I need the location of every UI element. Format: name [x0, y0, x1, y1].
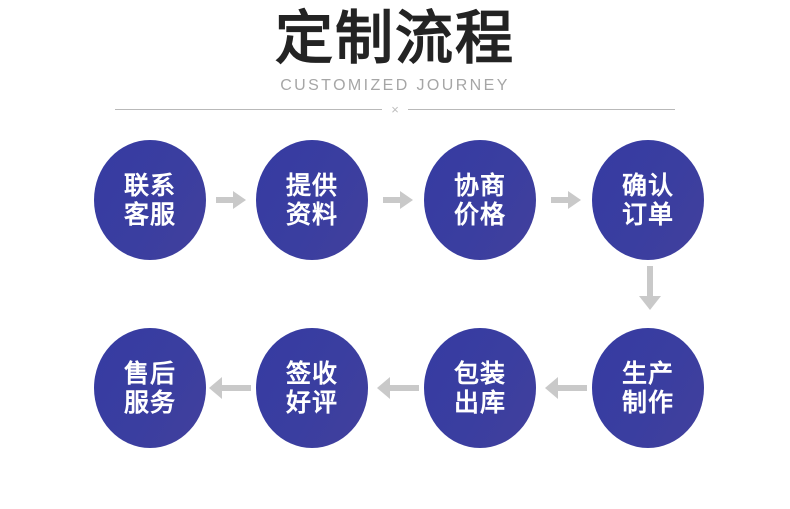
flow-step-label-line2: 资料 — [285, 200, 338, 229]
divider-line-right — [407, 108, 675, 110]
header-divider: × — [115, 100, 675, 118]
arrow-right-icon — [551, 185, 581, 215]
page-header: 定制流程 CUSTOMIZED JOURNEY × — [0, 0, 790, 128]
arrow-head — [400, 191, 413, 209]
flow-step-label-line2: 服务 — [123, 388, 176, 417]
flow-step-label-line1: 联系 — [123, 171, 176, 200]
flow-step-after-sales-service[interactable]: 售后 服务 — [94, 328, 206, 448]
flow-step-label-line2: 客服 — [123, 200, 176, 229]
flow-step-label-line1: 协商 — [453, 171, 506, 200]
arrow-shaft — [647, 266, 653, 296]
page-title: 定制流程 — [274, 4, 515, 72]
flow-step-confirm-order[interactable]: 确认 订单 — [592, 140, 704, 260]
arrow-head — [377, 377, 390, 399]
arrow-shaft — [551, 197, 568, 203]
flow-step-label-line2: 出库 — [453, 388, 506, 417]
arrow-head — [233, 191, 246, 209]
flow-step-label-line2: 订单 — [621, 200, 674, 229]
arrow-head — [209, 377, 222, 399]
flow-step-label-line2: 制作 — [621, 388, 674, 417]
arrow-down-icon — [639, 266, 661, 316]
arrow-right-icon — [383, 185, 413, 215]
arrow-shaft — [390, 385, 419, 391]
flow-step-label-line1: 售后 — [123, 359, 176, 388]
flow-step-label-line2: 价格 — [453, 200, 506, 229]
arrow-shaft — [222, 385, 251, 391]
divider-line-left — [115, 108, 383, 110]
flow-step-contact-service[interactable]: 联系 客服 — [94, 140, 206, 260]
page-subtitle: CUSTOMIZED JOURNEY — [280, 77, 510, 94]
flow-step-label-line1: 包装 — [453, 359, 506, 388]
flow-step-label-line1: 生产 — [621, 359, 674, 388]
flow-step-label-line1: 签收 — [285, 359, 338, 388]
flow-step-receipt-review[interactable]: 签收 好评 — [256, 328, 368, 448]
flow-step-label-line1: 提供 — [285, 171, 338, 200]
arrow-shaft — [216, 197, 233, 203]
divider-cross-icon: × — [391, 101, 399, 117]
flow-step-label-line2: 好评 — [285, 388, 338, 417]
flow-row-top: 联系 客服 提供 资料 协商 价格 确认 订单 — [0, 140, 790, 260]
arrow-head — [639, 296, 661, 310]
arrow-head — [568, 191, 581, 209]
flow-step-provide-materials[interactable]: 提供 资料 — [256, 140, 368, 260]
flow-step-production[interactable]: 生产 制作 — [592, 328, 704, 448]
arrow-head — [545, 377, 558, 399]
arrow-shaft — [383, 197, 400, 203]
flow-step-negotiate-price[interactable]: 协商 价格 — [424, 140, 536, 260]
flow-row-bottom: 售后 服务 签收 好评 包装 出库 生产 制作 — [0, 328, 790, 448]
arrow-shaft — [558, 385, 587, 391]
arrow-right-icon — [216, 185, 246, 215]
arrow-left-icon — [545, 373, 589, 403]
arrow-left-icon — [209, 373, 253, 403]
flow-step-label-line1: 确认 — [621, 171, 674, 200]
flow-step-packaging-shipping[interactable]: 包装 出库 — [424, 328, 536, 448]
arrow-left-icon — [377, 373, 421, 403]
